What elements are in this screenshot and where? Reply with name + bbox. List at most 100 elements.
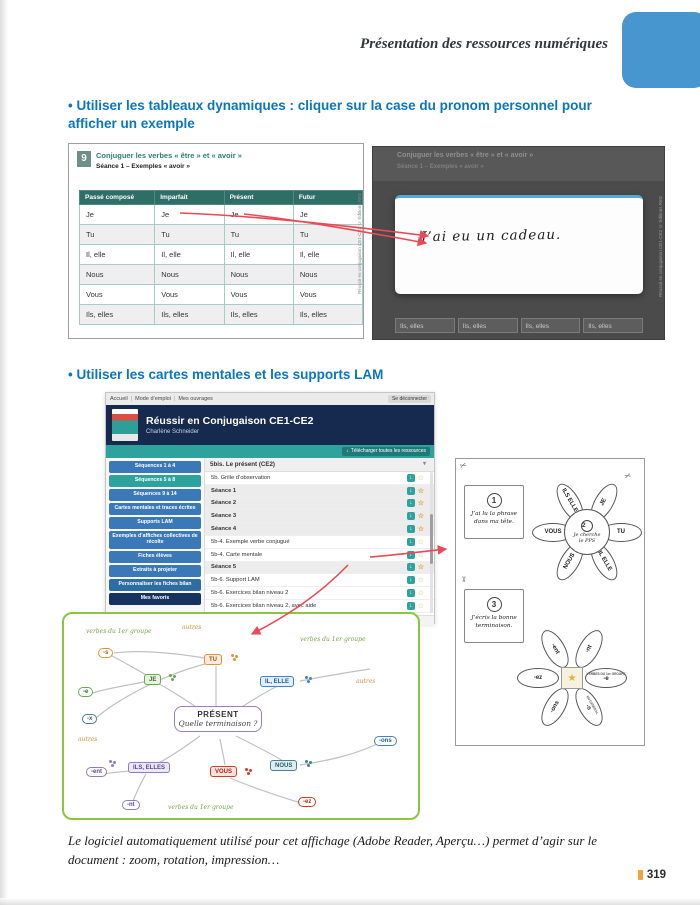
pronoun-cell[interactable]: Nous <box>154 264 225 285</box>
sidebar-item-fiches-eleves[interactable]: Fiches élèves <box>109 550 201 563</box>
favorite-star-icon[interactable]: ☆ <box>417 474 424 482</box>
favorite-star-icon[interactable]: ☆ <box>417 551 424 559</box>
pronoun-cell[interactable]: Ils, elles <box>78 304 156 325</box>
pronoun-cell[interactable]: Ils, elles <box>154 304 225 325</box>
pronoun-cell[interactable]: Je <box>292 204 364 225</box>
people-group-icon <box>244 768 253 776</box>
download-icon[interactable]: ↓ <box>406 601 415 610</box>
pronoun-cell[interactable]: Nous <box>223 264 294 285</box>
favorite-star-icon[interactable]: ☆ <box>417 513 424 521</box>
download-icon[interactable]: ↓ <box>406 473 415 482</box>
scissors-icon: ✂ <box>458 460 469 471</box>
pronoun-cell[interactable]: Vous <box>292 284 364 305</box>
download-icon[interactable]: ↓ <box>406 486 415 495</box>
pronoun-cell[interactable]: Ils, elles <box>457 318 518 333</box>
list-item-label: 5b-6. Exercices bilan niveau 2, avec aid… <box>211 602 317 609</box>
nav-mode-demploi[interactable]: Mode d’emploi <box>128 396 171 402</box>
scan-edge-bottom <box>0 898 700 905</box>
favorite-star-icon[interactable]: ☆ <box>417 577 424 585</box>
download-icon[interactable]: ↓ <box>406 589 415 598</box>
pronoun-cell[interactable]: Nous <box>78 264 156 285</box>
pronoun-cell[interactable]: Ils, elles <box>520 318 581 333</box>
download-icon[interactable]: ↓ <box>406 512 415 521</box>
nav-accueil[interactable]: Accueil <box>110 396 128 402</box>
example-card[interactable]: J’ai eu un cadeau. <box>395 195 643 294</box>
sidebar-item-supports-lam[interactable]: Supports LAM <box>109 516 201 529</box>
table-title: Conjuguer les verbes « être » et « avoir… <box>96 151 242 160</box>
pronoun-cell[interactable]: Il, elle <box>154 244 225 265</box>
favorite-star-icon[interactable]: ☆ <box>417 602 424 610</box>
download-icon[interactable]: ↓ <box>406 576 415 585</box>
app-sidebar: Séquences 1 à 4 Séquences 5 à 8 Séquence… <box>106 458 204 615</box>
pronoun-cell[interactable]: Ils, elles <box>223 304 294 325</box>
download-all-button[interactable]: ↓ Télécharger toutes les ressources <box>342 447 430 456</box>
logout-button[interactable]: Se déconnecter <box>387 395 431 403</box>
list-item[interactable]: Séance 4↓☆ <box>205 523 434 536</box>
pronoun-cell[interactable]: Tu <box>154 224 225 245</box>
sidebar-item-cartes-mentales[interactable]: Cartes mentales et traces écrites <box>109 502 201 515</box>
page-number: 319 <box>646 869 666 881</box>
pronoun-cell[interactable]: Vous <box>154 284 225 305</box>
dimmed-header: Conjuguer les verbes « être » et « avoir… <box>373 147 664 181</box>
pronoun-cell[interactable]: Vous <box>78 284 156 305</box>
sidebar-item-sequences-1-4[interactable]: Séquences 1 à 4 <box>109 461 201 473</box>
mindmap-center-node: PRÉSENT Quelle terminaison ? <box>174 706 262 732</box>
pronoun-cell[interactable]: Ils, elles <box>395 318 455 333</box>
list-item-label: 5b. Grille d’observation <box>211 474 271 481</box>
pronoun-cell[interactable]: Il, elle <box>223 244 294 265</box>
sidebar-item-extraits[interactable]: Extraits à projeter <box>109 564 201 577</box>
pronoun-cell[interactable]: Vous <box>223 284 294 305</box>
step-number: 3 <box>486 597 502 612</box>
pronoun-cell[interactable]: Nous <box>292 264 364 285</box>
sidebar-item-sequences-9-14[interactable]: Séquences 9 à 14 <box>109 488 201 501</box>
pronoun-cell[interactable]: Ils, elles <box>583 318 643 333</box>
nav-mes-ouvrages[interactable]: Mes ouvrages <box>171 396 213 402</box>
list-item[interactable]: 5b. Grille d’observation ↓☆ <box>205 472 434 485</box>
pronoun-cell[interactable]: Je <box>154 204 225 225</box>
sidebar-item-affiches[interactable]: Exemples d’affiches collectives de récol… <box>109 530 201 549</box>
list-item[interactable]: 5b-4. Carte mentale↓☆ <box>205 549 434 562</box>
list-item[interactable]: 5b-6. Exercices bilan niveau 2, avec aid… <box>205 600 434 613</box>
step-text: J’écris la bonne terminaison. <box>471 615 517 629</box>
sidebar-item-mes-favoris[interactable]: Mes favoris <box>109 592 201 605</box>
pronoun-cell[interactable]: Je <box>78 204 156 225</box>
petal-label: -ent <box>549 642 561 656</box>
favorite-star-icon[interactable]: ☆ <box>417 538 424 546</box>
list-item[interactable]: 5b-6. Support LAM↓☆ <box>205 574 434 588</box>
list-item[interactable]: Séance 5↓☆ <box>205 561 434 575</box>
sidebar-item-personnaliser[interactable]: Personnaliser les fiches bilan <box>109 578 201 591</box>
favorite-star-icon[interactable]: ☆ <box>417 500 424 508</box>
favorite-star-icon[interactable]: ☆ <box>417 487 424 495</box>
list-item[interactable]: 5b-6. Exercices bilan niveau 2↓☆ <box>205 587 434 600</box>
pronoun-cell[interactable]: Tu <box>292 224 364 245</box>
column-header: Présent <box>223 190 294 205</box>
list-item[interactable]: 5b-4. Exemple verbe conjugué↓☆ <box>205 536 434 549</box>
list-item[interactable]: Séance 1↓☆ <box>205 484 434 498</box>
petal-label: IL ELLE <box>596 550 613 573</box>
download-icon[interactable]: ↓ <box>406 499 415 508</box>
mindmap-panel: PRÉSENT Quelle terminaison ? JE TU IL, E… <box>62 612 420 820</box>
pronoun-cell[interactable]: Tu <box>78 224 156 245</box>
pronoun-cell[interactable]: Je <box>223 204 294 225</box>
favorite-star-icon[interactable]: ☆ <box>417 526 424 534</box>
list-group-header[interactable]: 5bis. Le présent (CE2) ▾ <box>205 458 434 472</box>
download-icon[interactable]: ↓ <box>406 537 415 546</box>
pronoun-cell[interactable]: Tu <box>223 224 294 245</box>
download-icon[interactable]: ↓ <box>406 550 415 559</box>
pronoun-cell[interactable]: Ils, elles <box>292 304 364 325</box>
download-icon[interactable]: ↓ <box>406 563 415 572</box>
node-vous: VOUS <box>210 766 238 777</box>
list-item[interactable]: Séance 2↓☆ <box>205 497 434 511</box>
branch-label: verbes du 1er groupe <box>300 636 366 643</box>
sidebar-item-sequences-5-8[interactable]: Séquences 5 à 8 <box>109 474 201 487</box>
scrollbar-thumb[interactable] <box>430 514 433 564</box>
download-icon[interactable]: ↓ <box>406 525 415 534</box>
favorite-star-icon[interactable]: ☆ <box>417 590 424 598</box>
pronoun-cell[interactable]: Il, elle <box>78 244 156 265</box>
screenshot-conjugation-table: 9 Conjuguer les verbes « être » et « avo… <box>68 143 364 339</box>
page-number-block: 319 <box>637 869 666 881</box>
pronoun-cell[interactable]: Il, elle <box>292 244 364 265</box>
favorite-star-icon[interactable]: ☆ <box>417 564 424 572</box>
lam-step-3: 3 J’écris la bonne terminaison. <box>464 589 524 643</box>
list-item[interactable]: Séance 3↓☆ <box>205 510 434 524</box>
